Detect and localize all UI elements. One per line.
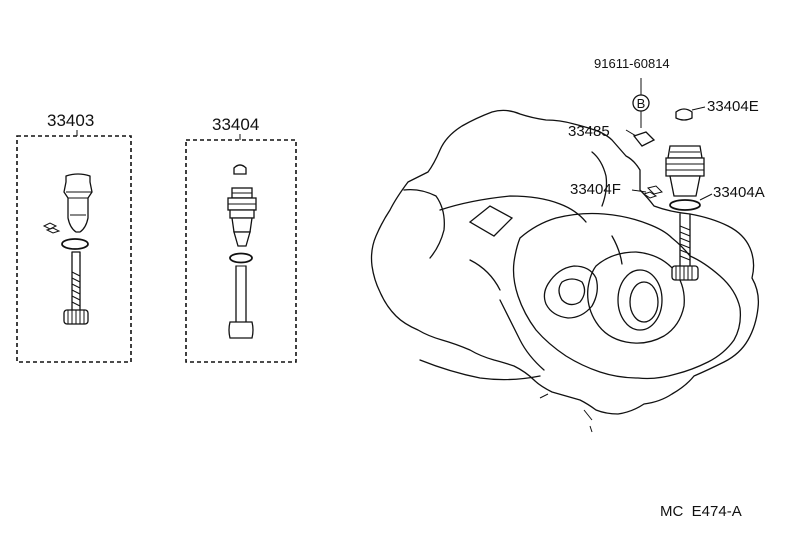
oring-leader <box>699 193 713 201</box>
housing-contour-1 <box>439 195 587 223</box>
speedometer-sleeve-part-middle <box>227 187 257 247</box>
housing-contour-4 <box>611 235 623 265</box>
label-33485: 33485 <box>568 123 610 140</box>
group-box-33404 <box>185 139 297 363</box>
housing-contour-2 <box>403 188 445 259</box>
group-box-33403 <box>16 135 132 363</box>
bore-ring-inner <box>617 269 663 331</box>
exploded-parts-right: B <box>625 78 713 281</box>
speedometer-sleeve-part <box>63 173 93 233</box>
driven-gear-part-left <box>63 251 89 325</box>
driven-gear-part-right <box>671 213 699 281</box>
label-33404A: 33404A <box>713 184 765 201</box>
bell-housing-rim <box>512 212 742 380</box>
group-33403: 33403 <box>16 111 132 363</box>
clip-part-right <box>642 185 663 199</box>
diagram-code: MC E474-A <box>660 503 742 520</box>
clip-leader <box>631 189 647 193</box>
group-33404: 33404 <box>185 115 297 363</box>
speedometer-sleeve-part-right <box>665 145 705 197</box>
housing-contour-3 <box>591 151 608 207</box>
o-ring-part-middle <box>229 252 253 264</box>
housing-lower-flange <box>419 359 541 381</box>
driven-gear-part-middle <box>228 265 254 339</box>
housing-outline <box>370 109 760 415</box>
cap-part-middle <box>233 164 247 175</box>
group-label-33404: 33404 <box>212 115 259 134</box>
bolt-marker-label: B <box>637 96 646 111</box>
plate-leader <box>625 129 637 137</box>
lock-plate-part <box>632 131 656 147</box>
label-91611-60814: 91611-60814 <box>594 56 670 71</box>
o-ring-part-right <box>669 199 701 211</box>
bore-center <box>629 281 659 323</box>
label-33404F: 33404F <box>570 181 621 198</box>
label-33404E: 33404E <box>707 98 759 115</box>
housing-inner-left <box>543 265 598 319</box>
housing-window <box>468 205 514 237</box>
housing-contour-5 <box>499 299 545 371</box>
cap-part-right <box>675 108 693 121</box>
cap-leader <box>691 106 706 111</box>
group-label-33403: 33403 <box>47 111 94 130</box>
clip-part-left <box>42 222 61 234</box>
housing-contour-6 <box>469 259 501 291</box>
bore-ring-outer <box>587 251 685 344</box>
o-ring-part-left <box>61 238 89 250</box>
housing-boss <box>558 278 586 306</box>
transaxle-housing <box>370 109 760 433</box>
